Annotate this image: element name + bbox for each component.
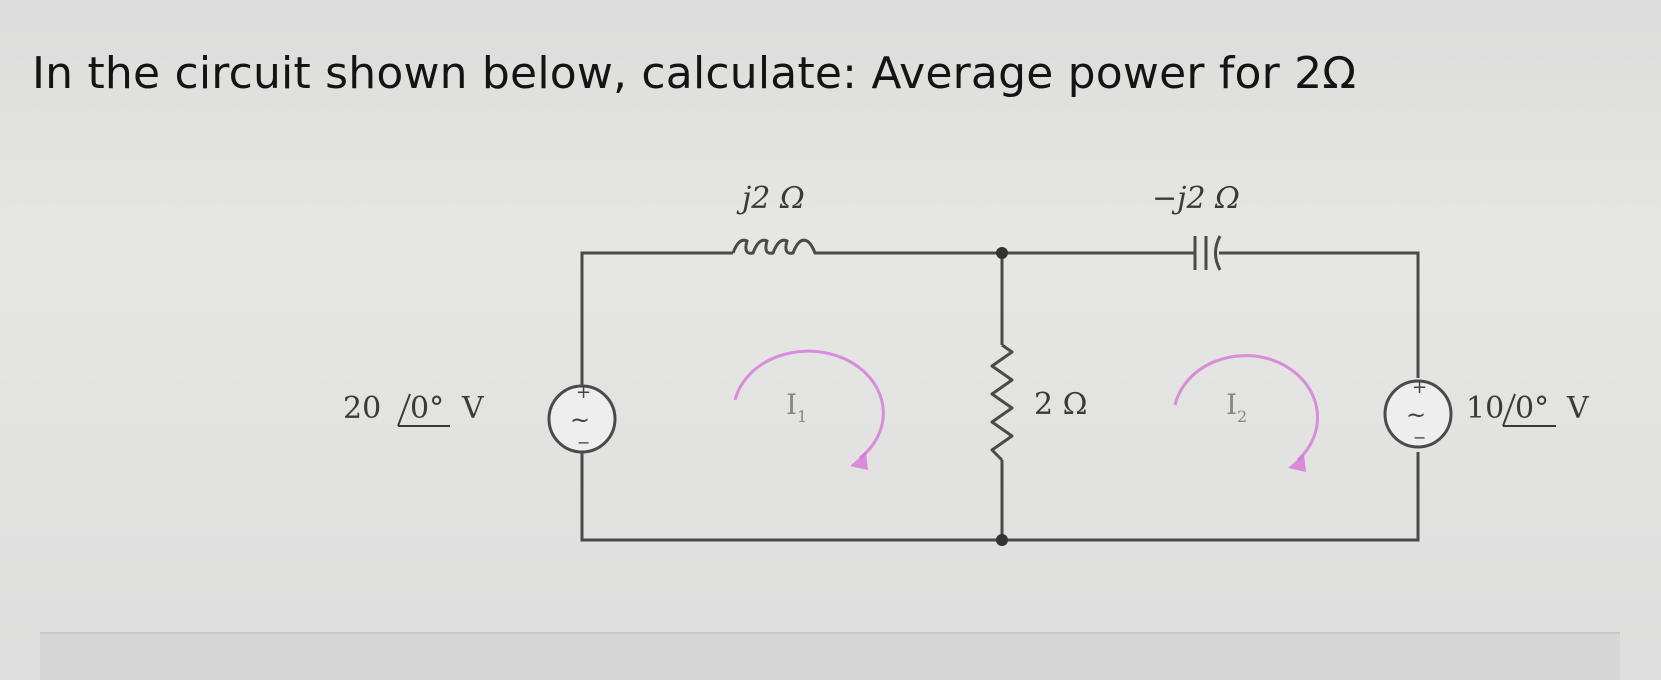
source-left-magnitude: 20 xyxy=(343,391,381,426)
source-left-angle: 0° xyxy=(410,391,444,426)
resistor xyxy=(990,343,1014,462)
angle-symbol-left xyxy=(397,393,411,427)
loop-2-label: I xyxy=(1226,388,1237,421)
loop-1-subscript: 1 xyxy=(797,407,807,426)
source-left-plus: + xyxy=(576,382,591,403)
voltage-source-right: + ~ − xyxy=(1383,377,1453,449)
source-left-label: 20 0° V xyxy=(343,391,485,427)
source-right-tilde: ~ xyxy=(1406,401,1426,429)
source-left-tilde: ~ xyxy=(570,406,590,434)
loop-1-label: I xyxy=(786,388,797,421)
loop-current-1: I 1 xyxy=(733,349,885,470)
source-right-plus: + xyxy=(1412,377,1427,398)
question-text: In the circuit shown below, calculate: A… xyxy=(32,48,1357,99)
inductor xyxy=(731,238,830,255)
source-right-angle: 0° xyxy=(1515,391,1549,426)
junction-top xyxy=(996,247,1008,259)
source-right-minus: − xyxy=(1413,428,1426,447)
junction-bottom xyxy=(996,534,1008,546)
source-left-unit: V xyxy=(461,391,485,426)
angle-symbol-right xyxy=(1502,393,1516,427)
circuit-wires xyxy=(580,251,1420,542)
source-right-label: 10 0° V xyxy=(1466,391,1590,427)
capacitor-label: −j2 Ω xyxy=(1152,181,1240,216)
inductor-label: j2 Ω xyxy=(736,181,805,216)
loop-2-subscript: 2 xyxy=(1237,407,1247,426)
resistor-label: 2 Ω xyxy=(1034,387,1088,422)
source-left-minus: − xyxy=(577,433,590,452)
loop-current-2: I 2 xyxy=(1173,354,1319,472)
voltage-source-left: + ~ − xyxy=(547,382,617,454)
source-right-unit: V xyxy=(1566,391,1590,426)
capacitor xyxy=(1193,235,1222,271)
source-right-magnitude: 10 xyxy=(1466,391,1504,426)
answer-area xyxy=(40,632,1620,680)
